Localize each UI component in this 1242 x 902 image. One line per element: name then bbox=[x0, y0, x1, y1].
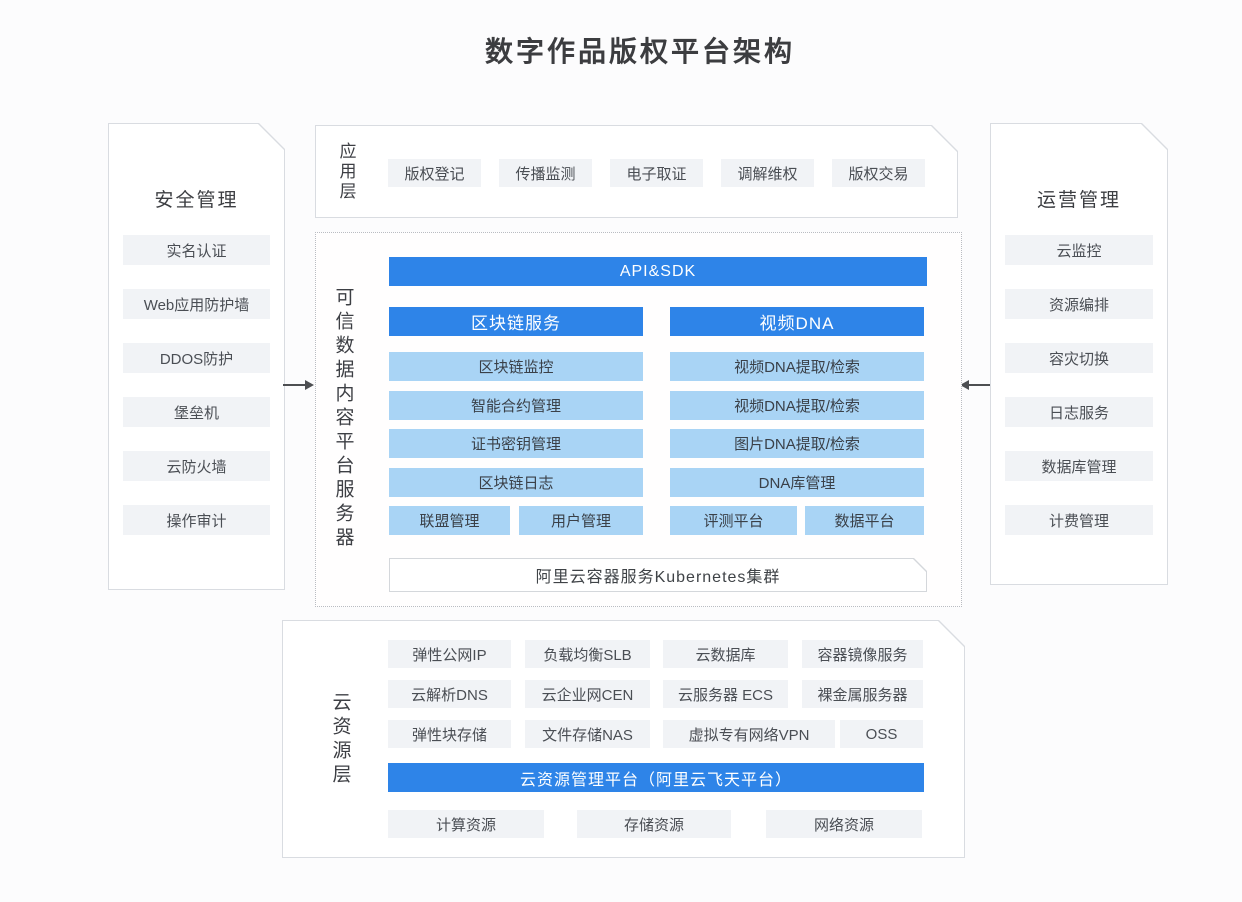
blockchain-item: 证书密钥管理 bbox=[389, 429, 643, 458]
blockchain-item: 区块链日志 bbox=[389, 468, 643, 497]
security-item: 实名认证 bbox=[123, 235, 270, 265]
operations-item: 日志服务 bbox=[1005, 397, 1153, 427]
security-item: 堡垒机 bbox=[123, 397, 270, 427]
app-layer-item: 版权交易 bbox=[832, 159, 925, 187]
blockchain-footer-item: 用户管理 bbox=[519, 506, 643, 535]
dna-footer-item: 数据平台 bbox=[805, 506, 924, 535]
operations-item: 数据库管理 bbox=[1005, 451, 1153, 481]
cloud-item: 云解析DNS bbox=[388, 680, 511, 708]
application-layer-panel: 应用层 版权登记 传播监测 电子取证 调解维权 版权交易 bbox=[315, 125, 958, 218]
cloud-platform-bar: 云资源管理平台（阿里云飞天平台） bbox=[388, 763, 924, 792]
cloud-resource-panel: 云资源层 弹性公网IP 负载均衡SLB 云数据库 容器镜像服务 云解析DNS 云… bbox=[282, 620, 965, 858]
operations-panel: 运营管理 云监控 资源编排 容灾切换 日志服务 数据库管理 计费管理 bbox=[990, 123, 1168, 585]
security-panel-title: 安全管理 bbox=[154, 190, 239, 211]
app-layer-item: 版权登记 bbox=[388, 159, 481, 187]
cloud-item: OSS bbox=[840, 720, 923, 748]
cloud-item: 云服务器 ECS bbox=[663, 680, 788, 708]
platform-panel: 可信数据内容平台服务器 API&SDK 区块链服务 视频DNA 区块链监控 智能… bbox=[315, 232, 962, 607]
cloud-item: 文件存储NAS bbox=[525, 720, 650, 748]
api-sdk-bar: API&SDK bbox=[389, 257, 927, 286]
resource-item: 存储资源 bbox=[577, 810, 731, 838]
operations-item: 容灾切换 bbox=[1005, 343, 1153, 373]
app-layer-item: 传播监测 bbox=[499, 159, 592, 187]
dna-item: DNA库管理 bbox=[670, 468, 924, 497]
security-panel: 安全管理 实名认证 Web应用防护墙 DDOS防护 堡垒机 云防火墙 操作审计 bbox=[108, 123, 285, 590]
security-item: DDOS防护 bbox=[123, 343, 270, 373]
dna-item: 视频DNA提取/检索 bbox=[670, 352, 924, 381]
arrow-left-icon bbox=[960, 380, 991, 390]
application-layer-label: 应用层 bbox=[336, 141, 356, 202]
operations-panel-title: 运营管理 bbox=[1036, 190, 1121, 211]
operations-item: 计费管理 bbox=[1005, 505, 1153, 535]
app-layer-item: 电子取证 bbox=[610, 159, 703, 187]
page-title: 数字作品版权平台架构 bbox=[484, 36, 795, 67]
cloud-item: 云数据库 bbox=[663, 640, 788, 668]
blockchain-item: 智能合约管理 bbox=[389, 391, 643, 420]
security-item: 操作审计 bbox=[123, 505, 270, 535]
security-item: 云防火墙 bbox=[123, 451, 270, 481]
cloud-item: 负载均衡SLB bbox=[525, 640, 650, 668]
platform-panel-label: 可信数据内容平台服务器 bbox=[332, 287, 354, 551]
cloud-item: 虚拟专有网络VPN bbox=[663, 720, 835, 748]
resource-item: 计算资源 bbox=[388, 810, 544, 838]
cloud-item: 弹性公网IP bbox=[388, 640, 511, 668]
dna-item: 视频DNA提取/检索 bbox=[670, 391, 924, 420]
cloud-item: 云企业网CEN bbox=[525, 680, 650, 708]
blockchain-service-header: 区块链服务 bbox=[389, 307, 643, 336]
dna-footer-item: 评测平台 bbox=[670, 506, 797, 535]
resource-item: 网络资源 bbox=[766, 810, 922, 838]
operations-item: 云监控 bbox=[1005, 235, 1153, 265]
video-dna-header: 视频DNA bbox=[670, 307, 924, 336]
kubernetes-cluster-label: 阿里云容器服务Kubernetes集群 bbox=[535, 569, 781, 586]
blockchain-item: 区块链监控 bbox=[389, 352, 643, 381]
cloud-resource-label: 云资源层 bbox=[329, 692, 351, 788]
app-layer-item: 调解维权 bbox=[721, 159, 814, 187]
cloud-item: 容器镜像服务 bbox=[802, 640, 923, 668]
blockchain-footer-item: 联盟管理 bbox=[389, 506, 510, 535]
security-item: Web应用防护墙 bbox=[123, 289, 270, 319]
cloud-item: 裸金属服务器 bbox=[802, 680, 923, 708]
operations-item: 资源编排 bbox=[1005, 289, 1153, 319]
arrow-right-icon bbox=[283, 380, 314, 390]
kubernetes-cluster-bar: 阿里云容器服务Kubernetes集群 bbox=[389, 558, 927, 592]
dna-item: 图片DNA提取/检索 bbox=[670, 429, 924, 458]
cloud-item: 弹性块存储 bbox=[388, 720, 511, 748]
